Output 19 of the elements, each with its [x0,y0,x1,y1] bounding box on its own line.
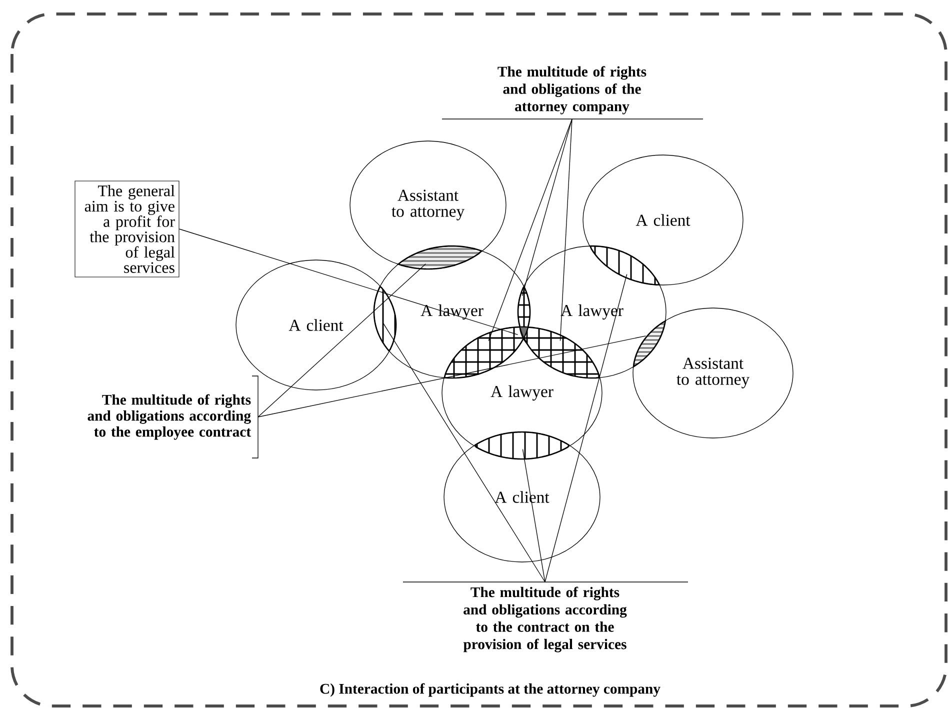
caption: C) Interaction of participants at the attorney company [320,683,660,697]
hatched-area [373,286,397,352]
leader-line [560,118,572,342]
hatched-area [444,326,528,379]
leader-line [544,274,628,582]
leader-line [488,118,572,342]
leader-line [382,322,546,582]
heading-label: The multitude of rights and obligations according to the contract on the provision of legal services [402,582,688,652]
leader-line [258,336,646,418]
hatched-area [519,326,528,346]
leader-line [178,228,518,336]
leader-line [258,264,426,418]
hatched-area [589,245,660,286]
heading-label: The multitude of rights and obligations of the attorney company [442,66,704,120]
hatched-area [396,245,483,270]
leader-line [522,448,546,582]
leader-line [522,118,572,296]
hatched-area [632,320,666,368]
note-box: The general aim is to give a profit for the provision of legal services [74,180,180,278]
